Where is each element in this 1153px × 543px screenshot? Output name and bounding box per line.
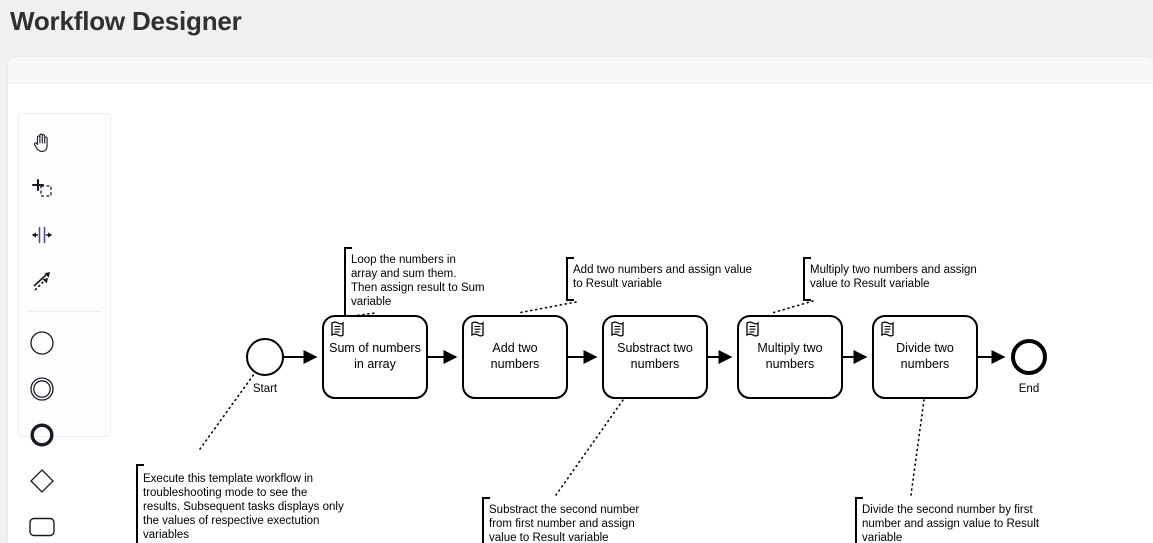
start-event-circle[interactable] xyxy=(246,338,284,376)
end-event-label: End xyxy=(1019,383,1039,395)
task-label-add-line2: numbers xyxy=(491,357,540,371)
app-header: Workflow Designer xyxy=(0,0,1153,57)
association-sum-annotation[interactable] xyxy=(352,312,376,317)
annotation-line: Add two numbers and assign value xyxy=(573,264,752,276)
palette-group-elements xyxy=(19,314,110,543)
task-node-divide[interactable]: Divide two numbers xyxy=(872,315,978,399)
end-event-circle[interactable] xyxy=(1011,339,1047,375)
global-connect-tool-button[interactable] xyxy=(19,258,65,304)
lasso-tool-button[interactable] xyxy=(19,166,65,212)
annotation-line: variable xyxy=(862,532,902,543)
annotation-line: Loop the numbers in xyxy=(351,254,456,266)
task-rect-multiply[interactable] xyxy=(737,315,843,399)
task-node-add[interactable]: Add two numbers xyxy=(462,315,568,399)
annotation-line: variables xyxy=(143,529,189,541)
start-event-node[interactable]: Start xyxy=(246,338,284,395)
association-substract-annotation[interactable] xyxy=(555,399,624,496)
annotation-line: Execute this template workflow in xyxy=(143,473,313,485)
script-task-icon xyxy=(331,321,344,337)
task-label-add-line1: Add two xyxy=(492,341,537,355)
end-event-node[interactable]: End xyxy=(1011,339,1047,395)
script-task-icon xyxy=(881,321,894,337)
task-node-multiply[interactable]: Multiply two numbers xyxy=(737,315,843,399)
annotation-line: the values of respective exectution xyxy=(143,515,319,527)
text-annotation-sum[interactable]: Loop the numbers in array and sum them. … xyxy=(344,247,485,317)
connect-arrows-icon xyxy=(30,269,54,293)
space-tool-button[interactable] xyxy=(19,212,65,258)
task-rect-divide[interactable] xyxy=(872,315,978,399)
associations xyxy=(199,300,925,496)
task-rect-add[interactable] xyxy=(462,315,568,399)
hand-tool-button[interactable] xyxy=(19,120,65,166)
annotation-line: Substract the second number xyxy=(489,504,639,516)
annotation-line: Divide the second number by first xyxy=(862,504,1033,516)
bpmn-diagram: Start Sum of numbers in array Add xyxy=(136,247,1047,543)
task-label-multiply-line2: numbers xyxy=(766,357,815,371)
create-end-event-button[interactable] xyxy=(19,412,65,458)
palette-divider xyxy=(28,311,101,312)
palette-group-tools xyxy=(19,114,110,304)
task-label-divide-line2: numbers xyxy=(901,357,950,371)
circle-thin-icon xyxy=(29,330,55,356)
bpmn-canvas[interactable]: Start Sum of numbers in array Add xyxy=(8,84,1153,543)
annotation-line: Then assign result to Sum xyxy=(351,282,485,294)
create-gateway-button[interactable] xyxy=(19,458,65,504)
text-annotation-start[interactable]: Execute this template workflow in troubl… xyxy=(136,464,344,543)
task-label-sum-line2: in array xyxy=(354,357,396,371)
diamond-icon xyxy=(29,468,55,494)
script-task-icon xyxy=(746,321,759,337)
text-annotation-add[interactable]: Add two numbers and assign value to Resu… xyxy=(566,257,752,301)
annotation-bracket xyxy=(855,497,863,543)
designer-toolbar-strip xyxy=(8,57,1153,84)
association-multiply-annotation[interactable] xyxy=(771,300,814,314)
annotation-line: number and assign value to Result xyxy=(862,518,1040,530)
task-rect-sum[interactable] xyxy=(322,315,428,399)
annotation-line: value to Result variable xyxy=(810,278,930,290)
rounded-rect-icon xyxy=(28,515,56,539)
create-start-event-button[interactable] xyxy=(19,320,65,366)
association-add-annotation[interactable] xyxy=(517,301,577,314)
script-task-icon xyxy=(611,321,624,337)
create-intermediate-event-button[interactable] xyxy=(19,366,65,412)
task-label-divide-line1: Divide two xyxy=(896,341,954,355)
annotation-line: Multiply two numbers and assign xyxy=(810,264,977,276)
task-node-sum[interactable]: Sum of numbers in array xyxy=(322,315,428,399)
task-label-multiply-line1: Multiply two xyxy=(757,341,822,355)
task-rect-substract[interactable] xyxy=(602,315,708,399)
task-label-substract-line2: numbers xyxy=(631,357,680,371)
circle-thick-icon xyxy=(29,422,55,448)
annotation-bracket xyxy=(803,257,811,301)
start-event-label: Start xyxy=(253,383,278,395)
workflow-designer-card: Start Sum of numbers in array Add xyxy=(8,57,1153,543)
bpmn-palette[interactable] xyxy=(18,113,111,537)
annotation-line: to Result variable xyxy=(573,278,662,290)
annotation-line: variable xyxy=(351,296,391,308)
annotation-bracket xyxy=(136,464,144,543)
task-node-substract[interactable]: Substract two numbers xyxy=(602,315,708,399)
annotation-line: array and sum them. xyxy=(351,268,456,280)
script-task-icon xyxy=(471,321,484,337)
annotation-line: troubleshooting mode to see the xyxy=(143,487,307,499)
space-tool-icon xyxy=(30,223,54,247)
task-label-substract-line1: Substract two xyxy=(617,341,693,355)
association-divide-annotation[interactable] xyxy=(910,399,925,496)
text-annotation-divide[interactable]: Divide the second number by first number… xyxy=(855,497,1040,543)
double-circle-icon xyxy=(29,376,55,402)
association-start-annotation[interactable] xyxy=(199,369,258,450)
annotation-bracket xyxy=(344,247,352,317)
annotation-line: from first number and assign xyxy=(489,518,635,530)
annotation-line: results. Subsequent tasks displays only xyxy=(143,501,344,513)
text-annotation-multiply[interactable]: Multiply two numbers and assign value to… xyxy=(803,257,977,301)
annotation-bracket xyxy=(482,497,490,543)
lasso-select-icon xyxy=(30,177,54,201)
hand-icon xyxy=(30,131,54,155)
page-title: Workflow Designer xyxy=(10,6,242,36)
text-annotation-substract[interactable]: Substract the second number from first n… xyxy=(482,497,639,543)
annotation-line: value to Result variable xyxy=(489,532,609,543)
annotation-bracket xyxy=(566,257,574,301)
task-label-sum-line1: Sum of numbers xyxy=(329,341,421,355)
create-task-button[interactable] xyxy=(19,504,65,543)
